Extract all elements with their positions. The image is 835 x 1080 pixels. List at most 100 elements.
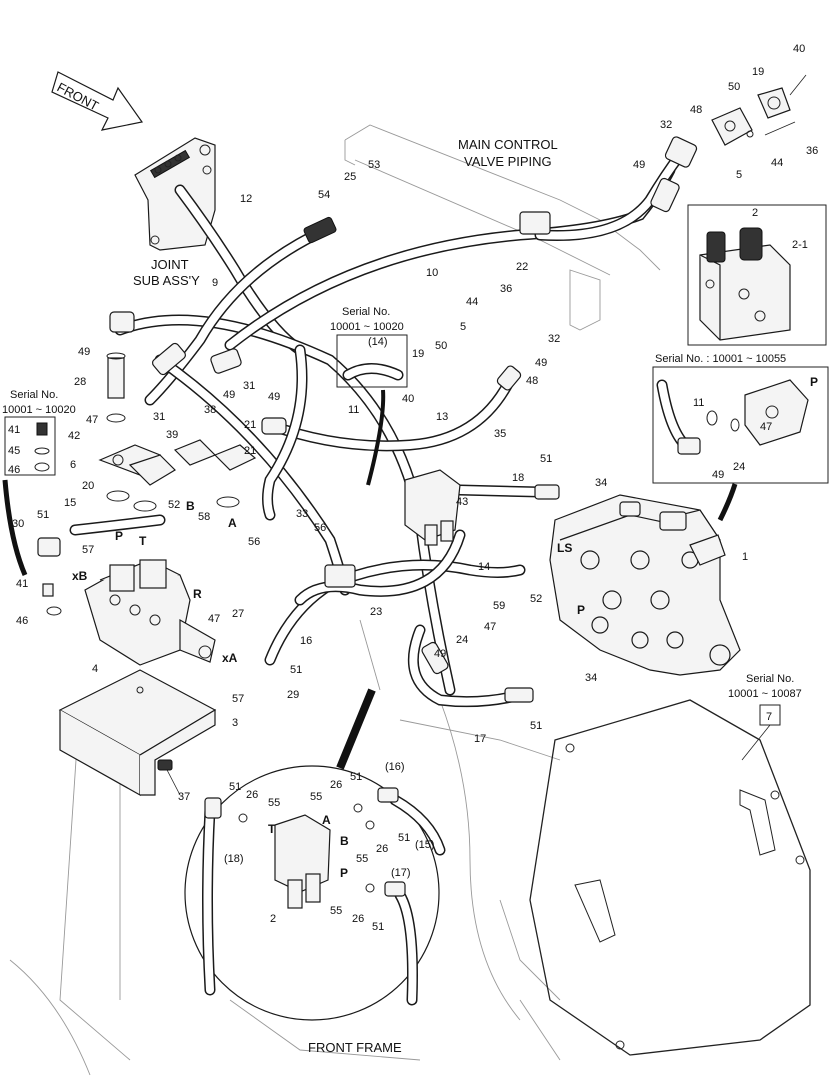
callout-25: 25 xyxy=(344,171,356,183)
callout-21: 21 xyxy=(244,419,256,431)
serial-bottom-right-range: 10001 ~ 10087 xyxy=(728,688,802,700)
callout-31: 31 xyxy=(243,380,255,392)
callout-49: 49 xyxy=(535,357,547,369)
callout-29: 29 xyxy=(287,689,299,701)
serial-mid-title: Serial No. xyxy=(342,306,390,318)
callout-57: 57 xyxy=(82,544,94,556)
inset-right xyxy=(652,366,829,484)
callout-14: 14 xyxy=(478,561,490,573)
callout-59: 59 xyxy=(493,600,505,612)
callout-48: 48 xyxy=(526,375,538,387)
callout-49: 49 xyxy=(434,648,446,660)
callout-19: 19 xyxy=(412,348,424,360)
detail-ref-18: (18) xyxy=(224,853,244,865)
heading-main-control-2: VALVE PIPING xyxy=(464,154,552,169)
port-xa: xA xyxy=(222,651,238,665)
left-fittings xyxy=(37,352,257,616)
serial-left-part-3: 46 xyxy=(8,464,20,476)
callout-11: 11 xyxy=(348,404,359,416)
detail-part-26a: 26 xyxy=(246,789,258,801)
callout-21: 21 xyxy=(244,445,256,457)
callout-53: 53 xyxy=(368,159,380,171)
callout-27: 27 xyxy=(232,608,244,620)
detail-port-a: A xyxy=(322,813,331,827)
callout-24: 24 xyxy=(456,634,468,646)
front-arrow: FRONT xyxy=(51,71,144,131)
callout-13: 13 xyxy=(436,411,448,423)
callout-46: 46 xyxy=(16,615,28,627)
callout-16: 16 xyxy=(300,635,312,647)
callout-23: 23 xyxy=(370,606,382,618)
callout-5: 5 xyxy=(460,321,466,333)
detail-part-55c: 55 xyxy=(356,853,368,865)
callout-9: 9 xyxy=(212,277,218,289)
serial-left-title: Serial No. xyxy=(10,389,58,401)
detail-part-55d: 55 xyxy=(330,905,342,917)
detail-ref-17: (17) xyxy=(391,867,411,879)
port-xb: xB xyxy=(72,569,88,583)
heading-front-frame: FRONT FRAME xyxy=(308,1040,402,1055)
callout-41: 41 xyxy=(16,578,28,590)
top-right-block xyxy=(711,74,807,146)
serial-right-port: P xyxy=(810,375,818,389)
callout-51: 51 xyxy=(540,453,552,465)
detail-part-55b: 55 xyxy=(310,791,322,803)
port-ls: LS xyxy=(557,541,572,555)
callout-33: 33 xyxy=(296,508,308,520)
callout-37: 37 xyxy=(178,791,190,803)
detail-part-51b: 51 xyxy=(350,771,362,783)
callout-18: 18 xyxy=(512,472,524,484)
serial-bottom-right-part: 7 xyxy=(766,711,772,723)
heading-joint: JOINT xyxy=(151,257,189,272)
callout-44: 44 xyxy=(771,157,783,169)
callout-54: 54 xyxy=(318,189,330,201)
callout-34: 34 xyxy=(595,477,607,489)
callout-35: 35 xyxy=(494,428,506,440)
serial-right-part-3: 24 xyxy=(733,461,745,473)
callout-30: 30 xyxy=(12,518,24,530)
main-control-valve xyxy=(549,494,741,676)
detail-port-p: P xyxy=(340,866,348,880)
serial-mid-range: 10001 ~ 10020 xyxy=(330,321,404,333)
callout-47: 47 xyxy=(484,621,496,633)
detail-part-26d: 26 xyxy=(352,913,364,925)
callout-6: 6 xyxy=(70,459,76,471)
serial-bottom-right-title: Serial No. xyxy=(746,673,794,685)
callout-15: 15 xyxy=(64,497,76,509)
detail-port-t: T xyxy=(268,822,276,836)
callout-20: 20 xyxy=(82,480,94,492)
callout-36: 36 xyxy=(806,145,818,157)
callout-36: 36 xyxy=(500,283,512,295)
background-chassis xyxy=(9,124,661,1076)
serial-left-part-1: 41 xyxy=(8,424,20,436)
callout-48: 48 xyxy=(690,104,702,116)
detail-port-b: B xyxy=(340,834,349,848)
callout-34: 34 xyxy=(585,672,597,684)
serial-right-part-4: 47 xyxy=(760,421,772,433)
port-t: T xyxy=(139,534,147,548)
callout-28: 28 xyxy=(74,376,86,388)
callout-52: 52 xyxy=(530,593,542,605)
callout-1: 1 xyxy=(742,551,748,563)
callout-12: 12 xyxy=(240,193,252,205)
callout-49: 49 xyxy=(268,391,280,403)
detail-part-2: 2 xyxy=(270,913,276,925)
callout-58: 58 xyxy=(198,511,210,523)
callout-5: 5 xyxy=(736,169,742,181)
callout-51: 51 xyxy=(290,664,302,676)
callout-3: 3 xyxy=(232,717,238,729)
joint-bracket xyxy=(134,137,216,251)
callout-47: 47 xyxy=(86,414,98,426)
detail-ref-16: (16) xyxy=(385,761,405,773)
inset-mid xyxy=(336,334,408,388)
callout-51: 51 xyxy=(530,720,542,732)
callout-56: 56 xyxy=(314,522,326,534)
pilot-valve-block xyxy=(84,559,216,666)
serial-left-part-2: 45 xyxy=(8,445,20,457)
detail-part-51a: 51 xyxy=(229,781,241,793)
serial-right-title: Serial No. : 10001 ~ 10055 xyxy=(655,353,786,365)
callout-10: 10 xyxy=(426,267,438,279)
callout-40: 40 xyxy=(402,393,414,405)
